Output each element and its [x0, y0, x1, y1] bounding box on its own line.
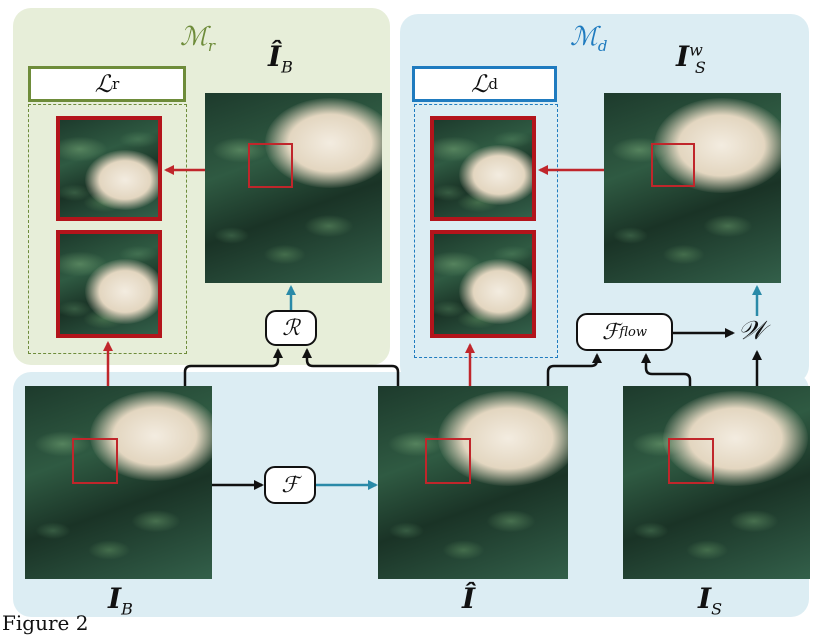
focus-box	[651, 143, 695, 187]
label-i-hat-main: Î	[462, 582, 476, 615]
label-i-b-hat-main: Î	[268, 40, 282, 73]
flower-shape	[85, 259, 158, 324]
figure-caption: Figure 2	[2, 611, 89, 635]
label-i-s: IS	[698, 582, 722, 619]
panel-m-d-title: ℳd	[570, 22, 607, 55]
label-i-s-sub: S	[711, 599, 723, 619]
label-i-b-main: I	[108, 582, 122, 615]
flower-shape	[654, 98, 781, 193]
panel-m-d-title-main: ℳ	[570, 22, 598, 52]
label-i-b: IB	[108, 582, 133, 619]
panel-m-d-title-sub: d	[597, 37, 608, 56]
image-i-s-w	[604, 93, 781, 283]
label-i-s-main: I	[698, 582, 712, 615]
focus-box	[248, 143, 293, 188]
operator-f-flow-main: ℱ	[602, 319, 620, 345]
panel-m-r-title-sub: r	[207, 37, 215, 56]
operator-f-flow-sub: flow	[619, 324, 647, 340]
image-i-b	[25, 386, 212, 579]
label-i-b-hat-sub: B	[281, 57, 293, 77]
label-i-hat: Î	[462, 582, 475, 615]
flower-shape	[459, 259, 532, 324]
loss-d-crops-container	[414, 104, 558, 358]
loss-d-sub: d	[488, 75, 498, 93]
focus-box	[72, 438, 118, 484]
label-i-b-sub: B	[121, 599, 133, 619]
loss-r-sub: r	[112, 75, 120, 93]
flower-shape	[459, 145, 532, 205]
crop-image-d-bottom	[430, 230, 536, 338]
label-i-s-w-sub: S	[694, 57, 706, 77]
loss-d-main: ℒ	[471, 70, 489, 98]
operator-r: ℛ	[265, 310, 317, 346]
operator-f-symbol: ℱ	[281, 472, 299, 498]
panel-m-r-title-main: ℳ	[180, 22, 208, 52]
image-i-s	[623, 386, 810, 579]
arrow-i-b-to-r	[183, 348, 283, 386]
operator-r-symbol: ℛ	[282, 315, 300, 341]
focus-box	[425, 438, 471, 484]
arrow-i-hat-to-r	[302, 348, 400, 386]
crop-image-r-bottom	[56, 230, 162, 338]
operator-w: 𝒲	[738, 316, 765, 347]
arrow-i-s-to-f-flow	[641, 353, 692, 386]
image-i-hat	[378, 386, 568, 579]
label-i-s-w-main: I	[676, 40, 690, 73]
flower-shape	[85, 150, 158, 210]
flower-shape	[90, 391, 212, 481]
crop-image-r-top	[56, 116, 162, 221]
crop-image-d-top	[430, 116, 536, 221]
panel-m-r-title: ℳr	[180, 22, 215, 55]
label-i-s-w-sup: w	[689, 40, 703, 60]
label-i-s-w: IwS	[676, 40, 706, 77]
operator-f: ℱ	[264, 466, 316, 504]
label-i-b-hat: ÎB	[268, 40, 293, 77]
operator-w-symbol: 𝒲	[738, 316, 766, 346]
loss-r-main: ℒ	[94, 70, 113, 98]
arrow-i-hat-to-f-flow	[546, 353, 602, 386]
image-i-b-hat	[205, 93, 382, 283]
focus-box	[668, 438, 714, 484]
